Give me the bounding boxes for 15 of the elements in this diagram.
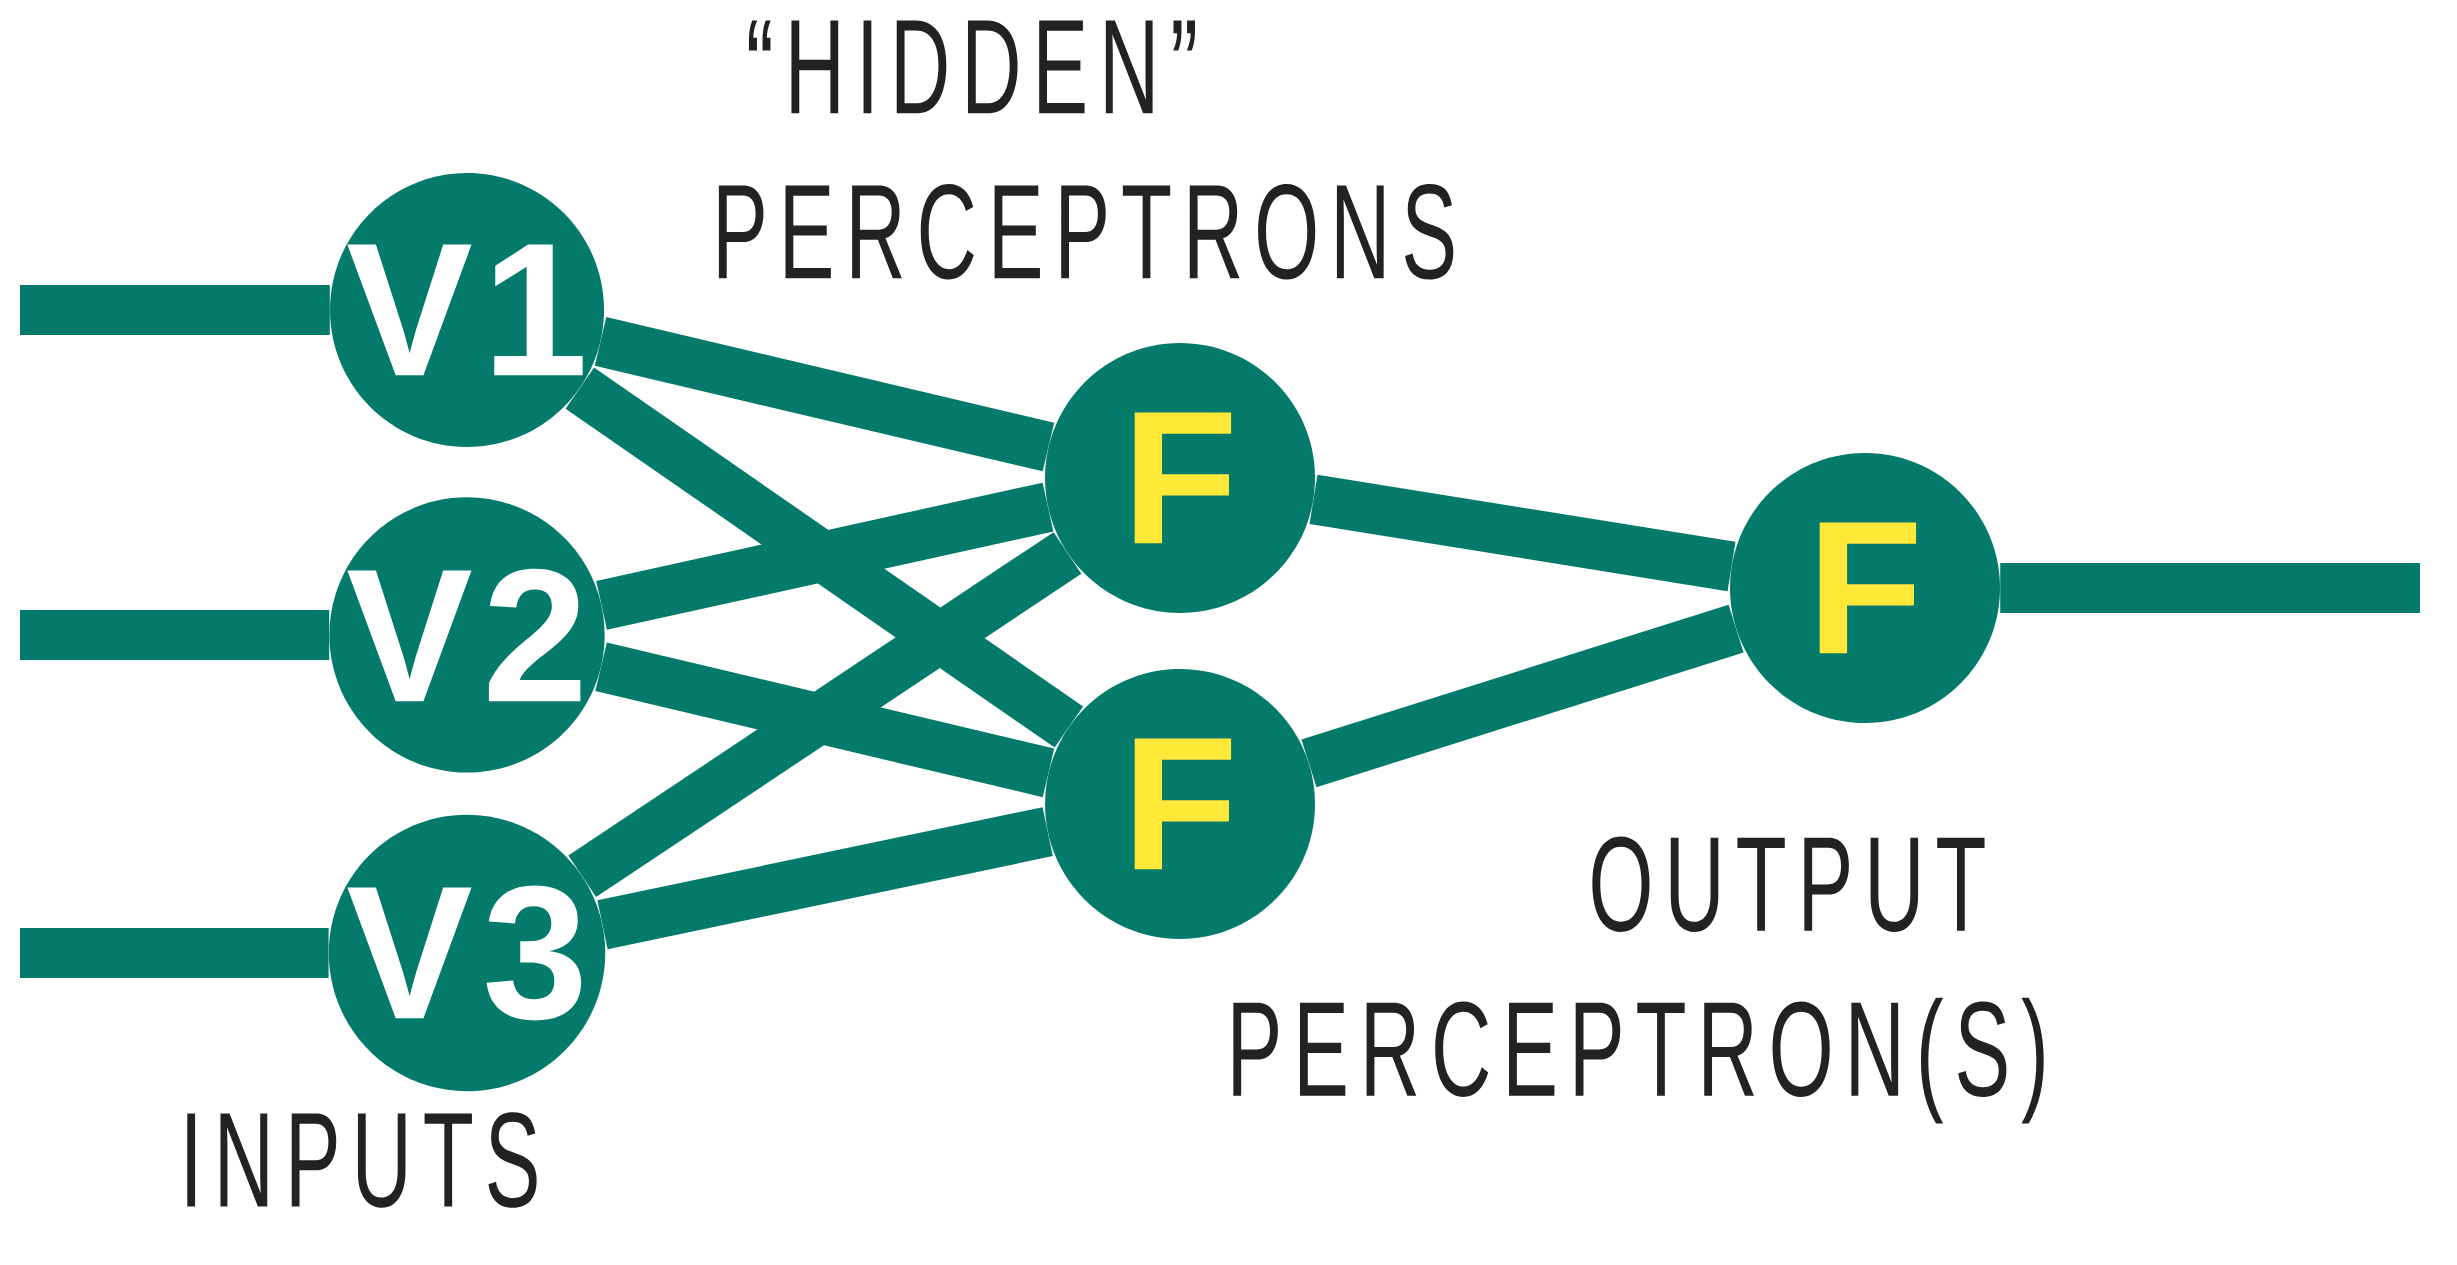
connection-line	[596, 482, 1054, 630]
caption-label: INPUTS	[187, 1112, 537, 1208]
connection-line	[1301, 604, 1744, 788]
node-label: F	[1134, 738, 1232, 870]
connection-line	[594, 317, 1055, 472]
connection-line	[568, 532, 1082, 898]
connection-line	[20, 285, 330, 335]
connection-line	[20, 928, 329, 978]
connection-line	[1309, 474, 1736, 592]
connection-line	[2000, 563, 2420, 613]
connection-line	[20, 610, 330, 660]
caption-label: “HIDDEN” PERCEPTRONS	[718, 20, 1454, 280]
connection-line	[595, 642, 1055, 798]
connection-line	[565, 367, 1084, 748]
connection-line	[597, 807, 1053, 950]
